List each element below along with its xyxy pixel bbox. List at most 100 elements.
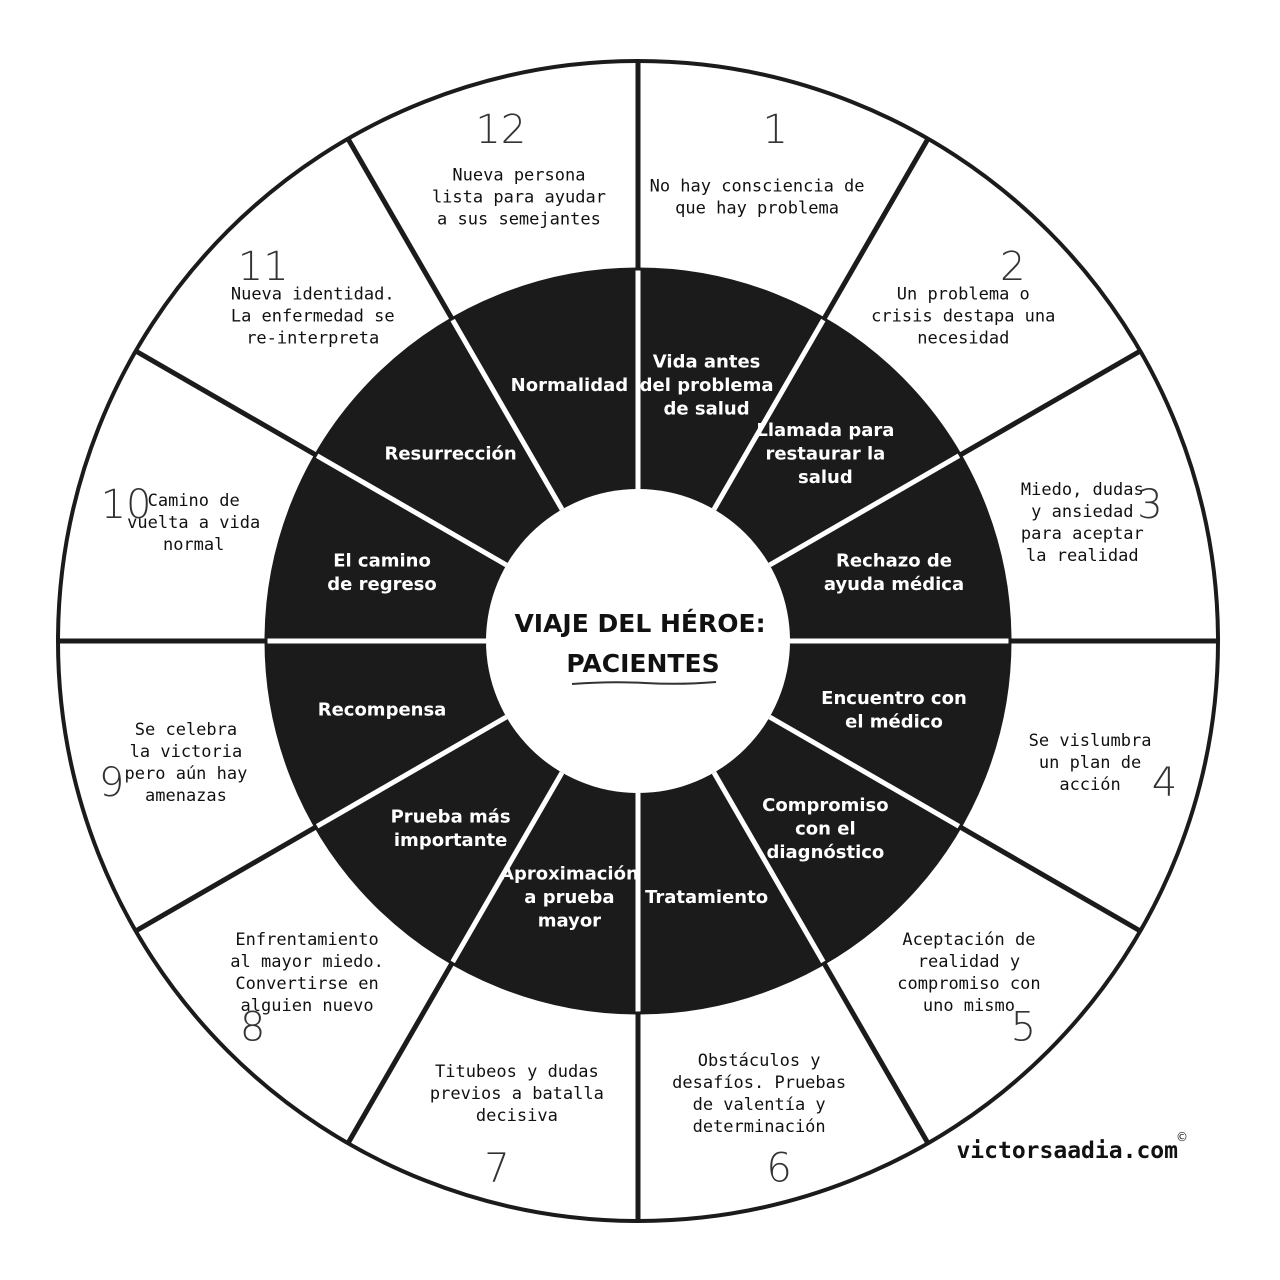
step-description-5-line: realidad y — [918, 952, 1020, 972]
step-description-3-line: Miedo, dudas — [1021, 480, 1144, 500]
inner-stage-1-line: del problema — [640, 375, 774, 396]
inner-stage-3-line: Rechazo de — [836, 551, 952, 572]
step-number-12: 12 — [475, 107, 526, 153]
step-description-3-line: para aceptar — [1021, 524, 1144, 544]
inner-stage-8-line: importante — [394, 830, 507, 851]
inner-stage-12: Normalidad — [511, 375, 628, 396]
inner-stage-1-line: Vida antes — [653, 352, 761, 373]
step-description-8-line: Convertirse en — [235, 974, 378, 994]
inner-divider — [768, 452, 962, 568]
step-description-1-line: que hay problema — [675, 199, 839, 219]
step-description-9-line: Se celebra — [135, 720, 237, 740]
center-circle — [486, 489, 790, 793]
step-number-11: 11 — [238, 244, 289, 290]
step-description-9-line: la victoria — [130, 742, 243, 762]
step-number-6: 6 — [766, 1145, 791, 1191]
step-description-6-line: determinación — [693, 1117, 826, 1137]
step-description-6-line: Obstáculos y — [698, 1051, 821, 1071]
inner-divider — [314, 452, 508, 568]
step-description-3-line: la realidad — [1026, 546, 1139, 566]
step-description-9-line: amenazas — [145, 786, 227, 806]
step-description-4-line: acción — [1059, 775, 1120, 795]
step-description-1-line: No hay consciencia de — [650, 177, 865, 197]
step-description-12-line: Nueva persona — [452, 166, 585, 186]
step-description-10-line: vuelta a vida — [127, 513, 260, 533]
step-description-11-line: Nueva identidad. — [231, 285, 395, 305]
step-description-6-line: desafíos. Pruebas — [672, 1073, 846, 1093]
inner-stage-1-line: de salud — [664, 399, 750, 420]
inner-stage-3-line: ayuda médica — [824, 574, 964, 595]
title-line-2: PACIENTES — [566, 649, 719, 678]
step-description-4-line: un plan de — [1039, 753, 1141, 773]
step-description-7-line: previos a batalla — [430, 1084, 604, 1104]
step-number-2: 2 — [1000, 244, 1025, 290]
step-description-4-line: Se vislumbra — [1029, 731, 1152, 751]
step-number-10: 10 — [101, 482, 152, 528]
step-number-4: 4 — [1152, 760, 1177, 806]
inner-stage-7-line: mayor — [538, 910, 601, 931]
step-description-2-line: necesidad — [917, 329, 1009, 349]
step-description-10-line: Camino de — [148, 491, 240, 511]
step-description-12-line: a sus semejantes — [437, 210, 601, 230]
step-description-6-line: de valentía y — [693, 1095, 826, 1115]
step-description-2-line: crisis destapa una — [871, 307, 1055, 327]
step-description-8-line: alguien nuevo — [241, 996, 374, 1016]
inner-stage-8-line: Prueba más — [391, 807, 511, 828]
step-description-7-line: decisiva — [476, 1106, 558, 1126]
step-number-1: 1 — [762, 107, 787, 153]
inner-stage-4-line: Encuentro con — [821, 688, 967, 709]
step-description-10-line: normal — [163, 535, 224, 555]
inner-stage-11: Resurrección — [384, 444, 516, 465]
inner-stage-10-line: El camino — [333, 551, 431, 572]
inner-stage-11-line: Resurrección — [384, 444, 516, 465]
title-underline — [571, 681, 717, 685]
step-description-8-line: Enfrentamiento — [235, 930, 378, 950]
step-number-9: 9 — [99, 760, 124, 806]
inner-stage-5-line: con el — [795, 818, 856, 839]
inner-stage-6: Tratamiento — [645, 887, 768, 908]
step-description-3-line: y ansiedad — [1031, 502, 1133, 522]
inner-divider — [449, 317, 565, 511]
inner-stage-7-line: a prueba — [524, 887, 614, 908]
title-line-1: VIAJE DEL HÉROE: — [514, 609, 765, 638]
step-description-12-line: lista para ayudar — [432, 188, 606, 208]
inner-stage-2-line: salud — [798, 467, 853, 488]
inner-stage-2-line: Llamada para — [756, 420, 894, 441]
inner-divider — [768, 714, 962, 830]
inner-stage-5-line: Compromiso — [762, 795, 888, 816]
inner-stage-9-line: Recompensa — [318, 700, 447, 721]
step-description-5-line: compromiso con — [897, 974, 1040, 994]
inner-stage-5-line: diagnóstico — [766, 842, 884, 863]
step-description-7-line: Titubeos y dudas — [435, 1062, 599, 1082]
inner-stage-9: Recompensa — [318, 700, 447, 721]
inner-stage-2-line: restaurar la — [765, 444, 885, 465]
step-number-7: 7 — [484, 1145, 509, 1191]
inner-divider — [314, 714, 508, 830]
step-description-9-line: pero aún hay — [125, 764, 248, 784]
step-description-5-line: Aceptación de — [902, 930, 1035, 950]
inner-stage-4-line: el médico — [845, 711, 943, 732]
step-description-11-line: La enfermedad se — [231, 307, 395, 327]
inner-stage-10-line: de regreso — [327, 574, 437, 595]
step-number-3: 3 — [1137, 482, 1162, 528]
inner-stage-6-line: Tratamiento — [645, 887, 768, 908]
inner-divider — [449, 771, 565, 965]
copyright-mark: © — [1176, 1130, 1188, 1144]
step-description-2-line: Un problema o — [897, 285, 1030, 305]
